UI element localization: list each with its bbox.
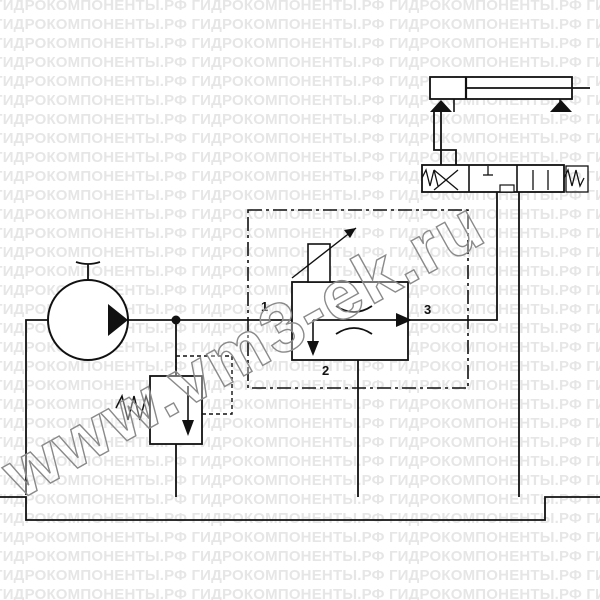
controlled-flow-line — [408, 192, 498, 321]
pipe-lines — [25, 112, 520, 497]
adjust-arrow-icon — [291, 227, 357, 279]
solenoid-icon — [565, 165, 589, 193]
watermark-text-row: ГИДРОКОМПОНЕНТЫ.РФ ГИДРОКОМПОНЕНТЫ.РФ ГИ… — [0, 149, 600, 166]
watermark-text-row: ГИДРОКОМПОНЕНТЫ.РФ ГИДРОКОМПОНЕНТЫ.РФ ГИ… — [0, 16, 600, 33]
hydraulic-cylinder-symbol — [429, 76, 590, 112]
watermark-text-row: ГИДРОКОМПОНЕНТЫ.РФ ГИДРОКОМПОНЕНТЫ.РФ ГИ… — [0, 111, 600, 128]
cylinder-line-a — [433, 112, 457, 165]
port-label-2: 2 — [322, 363, 329, 378]
watermark-text-row: ГИДРОКОМПОНЕНТЫ.РФ ГИДРОКОМПОНЕНТЫ.РФ ГИ… — [0, 548, 600, 565]
junction-dot — [171, 315, 181, 325]
watermark-text-row: ГИДРОКОМПОНЕНТЫ.РФ ГИДРОКОМПОНЕНТЫ.РФ ГИ… — [0, 529, 600, 546]
watermark-text-row: ГИДРОКОМПОНЕНТЫ.РФ ГИДРОКОМПОНЕНТЫ.РФ ГИ… — [0, 225, 600, 242]
flow-control-valve-symbol — [291, 227, 412, 361]
watermark-text-row: ГИДРОКОМПОНЕНТЫ.РФ ГИДРОКОМПОНЕНТЫ.РФ ГИ… — [0, 586, 600, 600]
watermark-text-row: ГИДРОКОМПОНЕНТЫ.РФ ГИДРОКОМПОНЕНТЫ.РФ ГИ… — [0, 491, 600, 508]
watermark-text-row: ГИДРОКОМПОНЕНТЫ.РФ ГИДРОКОМПОНЕНТЫ.РФ ГИ… — [0, 35, 600, 52]
adjustment-box — [307, 243, 331, 283]
pump-flow-triangle — [108, 304, 128, 336]
watermark-text-row: ГИДРОКОМПОНЕНТЫ.РФ ГИДРОКОМПОНЕНТЫ.РФ ГИ… — [0, 453, 600, 470]
directional-valve-symbol — [421, 164, 589, 193]
flow-control-enclosure — [247, 209, 469, 389]
orifice-icon — [335, 305, 373, 313]
spring-icon — [563, 168, 585, 188]
port-label-1: 1 — [261, 299, 268, 314]
port-label-3: 3 — [424, 302, 431, 317]
pilot-line — [175, 355, 233, 415]
watermark-text-row: ГИДРОКОМПОНЕНТЫ.РФ ГИДРОКОМПОНЕНТЫ.РФ ГИ… — [0, 358, 600, 375]
spring-icon — [115, 393, 151, 421]
watermark-text-row: ГИДРОКОМПОНЕНТЫ.РФ ГИДРОКОМПОНЕНТЫ.РФ ГИ… — [0, 472, 600, 489]
pump-symbol — [47, 261, 129, 361]
watermark-text-row: ГИДРОКОМПОНЕНТЫ.РФ ГИДРОКОМПОНЕНТЫ.РФ ГИ… — [0, 567, 600, 584]
tank-return-line — [0, 496, 600, 521]
watermark-text-row: ГИДРОКОМПОНЕНТЫ.РФ ГИДРОКОМПОНЕНТЫ.РФ ГИ… — [0, 54, 600, 71]
suction-line — [25, 319, 48, 495]
relief-valve-symbol — [115, 355, 233, 445]
watermark-text-row: ГИДРОКОМПОНЕНТЫ.РФ ГИДРОКОМПОНЕНТЫ.РФ ГИ… — [0, 130, 600, 147]
watermark-text-row: ГИДРОКОМПОНЕНТЫ.РФ ГИДРОКОМПОНЕНТЫ.РФ ГИ… — [0, 244, 600, 261]
watermark-text-row: ГИДРОКОМПОНЕНТЫ.РФ ГИДРОКОМПОНЕНТЫ.РФ ГИ… — [0, 0, 600, 14]
watermark-text-row: ГИДРОКОМПОНЕНТЫ.РФ ГИДРОКОМПОНЕНТЫ.РФ ГИ… — [0, 510, 600, 527]
spring-icon — [421, 168, 439, 187]
